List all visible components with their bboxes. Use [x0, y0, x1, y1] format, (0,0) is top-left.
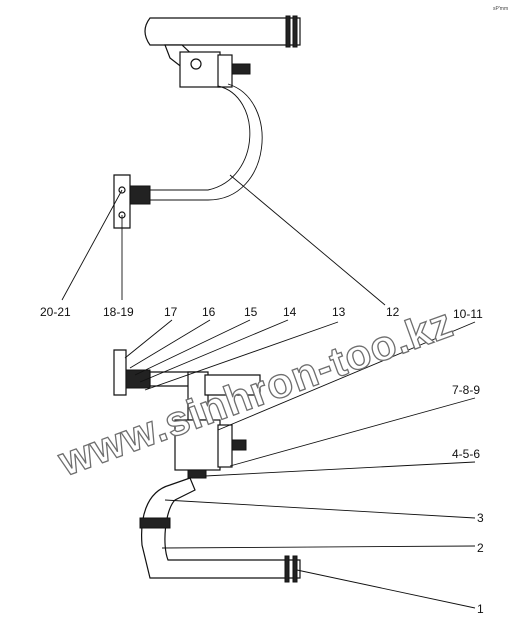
- callout-7-8-9: 7-8-9: [452, 383, 480, 397]
- leader-3: [164, 499, 476, 519]
- upper-tube-band-2: [292, 15, 298, 48]
- leader-10-11: [217, 321, 476, 431]
- upper-tube-band-1: [285, 15, 291, 48]
- upper-valve-plate: [217, 54, 233, 88]
- callout-labels: 20-21 18-19 17 16 15 14 13 12 10-11 7-8-…: [40, 305, 484, 616]
- leader-16: [129, 319, 211, 369]
- leader-12: [229, 174, 386, 306]
- upper-valve-stem: [231, 63, 251, 75]
- lower-tube-band-1: [284, 555, 290, 583]
- middle-valve-bottom: [187, 469, 207, 479]
- callout-2: 2: [477, 541, 484, 555]
- middle-valve-body: [174, 419, 221, 471]
- upper-horizontal-tube: [144, 17, 301, 46]
- lower-tube-band-2: [292, 555, 298, 583]
- leader-15: [134, 319, 251, 376]
- upper-valve-bolt: [190, 58, 202, 70]
- callout-10-11: 10-11: [453, 307, 483, 321]
- middle-right-tube: [204, 374, 261, 396]
- lower-u-pipe: [141, 477, 301, 579]
- corner-mark: sP'mm: [493, 6, 508, 12]
- callout-20-21: 20-21: [40, 305, 71, 319]
- lower-clamp: [139, 517, 171, 529]
- callout-3: 3: [477, 511, 484, 525]
- upper-bracket: [113, 174, 131, 229]
- callout-16: 16: [202, 305, 216, 319]
- middle-valve-stem: [231, 439, 247, 451]
- middle-bracket: [113, 349, 127, 396]
- leader-20-21: [61, 189, 123, 301]
- callout-14: 14: [283, 305, 297, 319]
- leader-4-5-6: [204, 461, 476, 477]
- upper-valve-body: [179, 51, 221, 88]
- callout-12: 12: [386, 305, 400, 319]
- leader-1: [296, 569, 476, 609]
- callout-15: 15: [244, 305, 258, 319]
- curved-pipe-outer: [150, 85, 251, 191]
- watermark-text: www.sinhron-too.kz: [52, 299, 459, 486]
- middle-assembly: [113, 349, 261, 479]
- curved-pipe-inner: [150, 83, 263, 201]
- callout-13: 13: [332, 305, 346, 319]
- leader-14: [139, 319, 289, 383]
- callout-18-19: 18-19: [103, 305, 134, 319]
- lower-assembly: [139, 477, 301, 583]
- leader-17: [124, 319, 173, 359]
- middle-valve-plate: [217, 424, 233, 468]
- callout-1: 1: [477, 602, 484, 616]
- callout-17: 17: [164, 305, 178, 319]
- pipe-end-connector: [129, 185, 151, 205]
- leader-7-8-9: [229, 397, 476, 467]
- leader-lines: [61, 174, 476, 609]
- leader-2: [161, 545, 476, 549]
- leader-13: [144, 321, 339, 391]
- upper-assembly: [113, 15, 301, 229]
- callout-4-5-6: 4-5-6: [452, 447, 480, 461]
